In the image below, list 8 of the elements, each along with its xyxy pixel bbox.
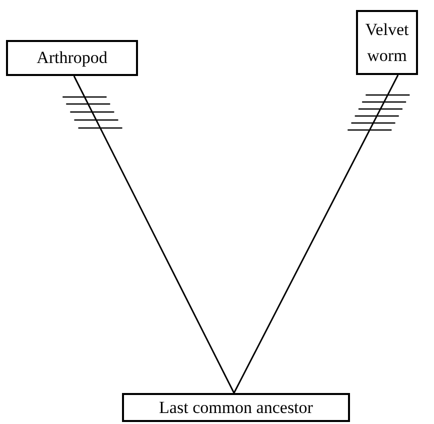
taxon-box [6,40,138,76]
taxon-name: Arthropod [36,47,108,69]
taxon-box [356,10,418,75]
taxon-name: Velvet worm [364,18,410,66]
taxon-name: Last common ancestor [159,396,313,418]
taxon-box [122,393,350,422]
branch-line [73,76,235,394]
branch-line [233,74,399,394]
